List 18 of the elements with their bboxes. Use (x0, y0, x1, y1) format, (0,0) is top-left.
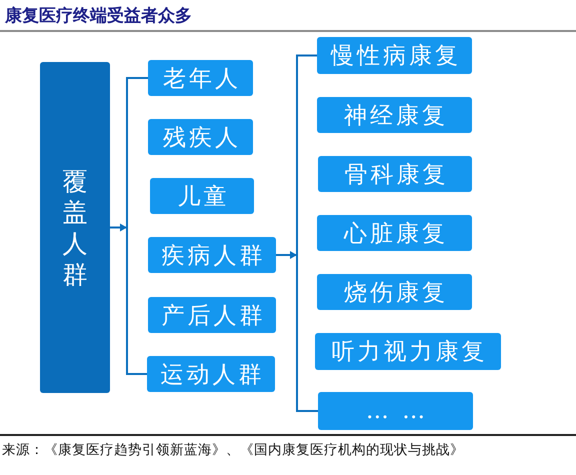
item-box: 心脏康复 (317, 215, 472, 251)
bracket-arrow (109, 77, 148, 375)
item-box: 慢性病康复 (317, 37, 472, 74)
item-box: 儿童 (150, 178, 254, 214)
bracket-arrow (275, 54, 318, 412)
category-box: 覆盖人群 (40, 62, 110, 393)
item-box: 运动人群 (147, 356, 275, 392)
item-box: 残疾人 (148, 119, 253, 155)
item-box: 神经康复 (317, 97, 472, 133)
item-box: 骨科康复 (318, 156, 472, 192)
item-box: 产后人群 (148, 297, 276, 333)
title: 康复医疗终端受益者众多 (5, 5, 192, 28)
source-note: 来源：《康复医疗趋势引领新蓝海》、《国内康复医疗机构的现状与挑战》 (2, 441, 464, 459)
item-box: … … (318, 392, 473, 430)
item-box: 疾病人群 (148, 237, 276, 273)
item-box: 烧伤康复 (317, 274, 472, 310)
item-box: 老年人 (148, 60, 253, 96)
item-box: 听力视力康复 (315, 333, 501, 370)
